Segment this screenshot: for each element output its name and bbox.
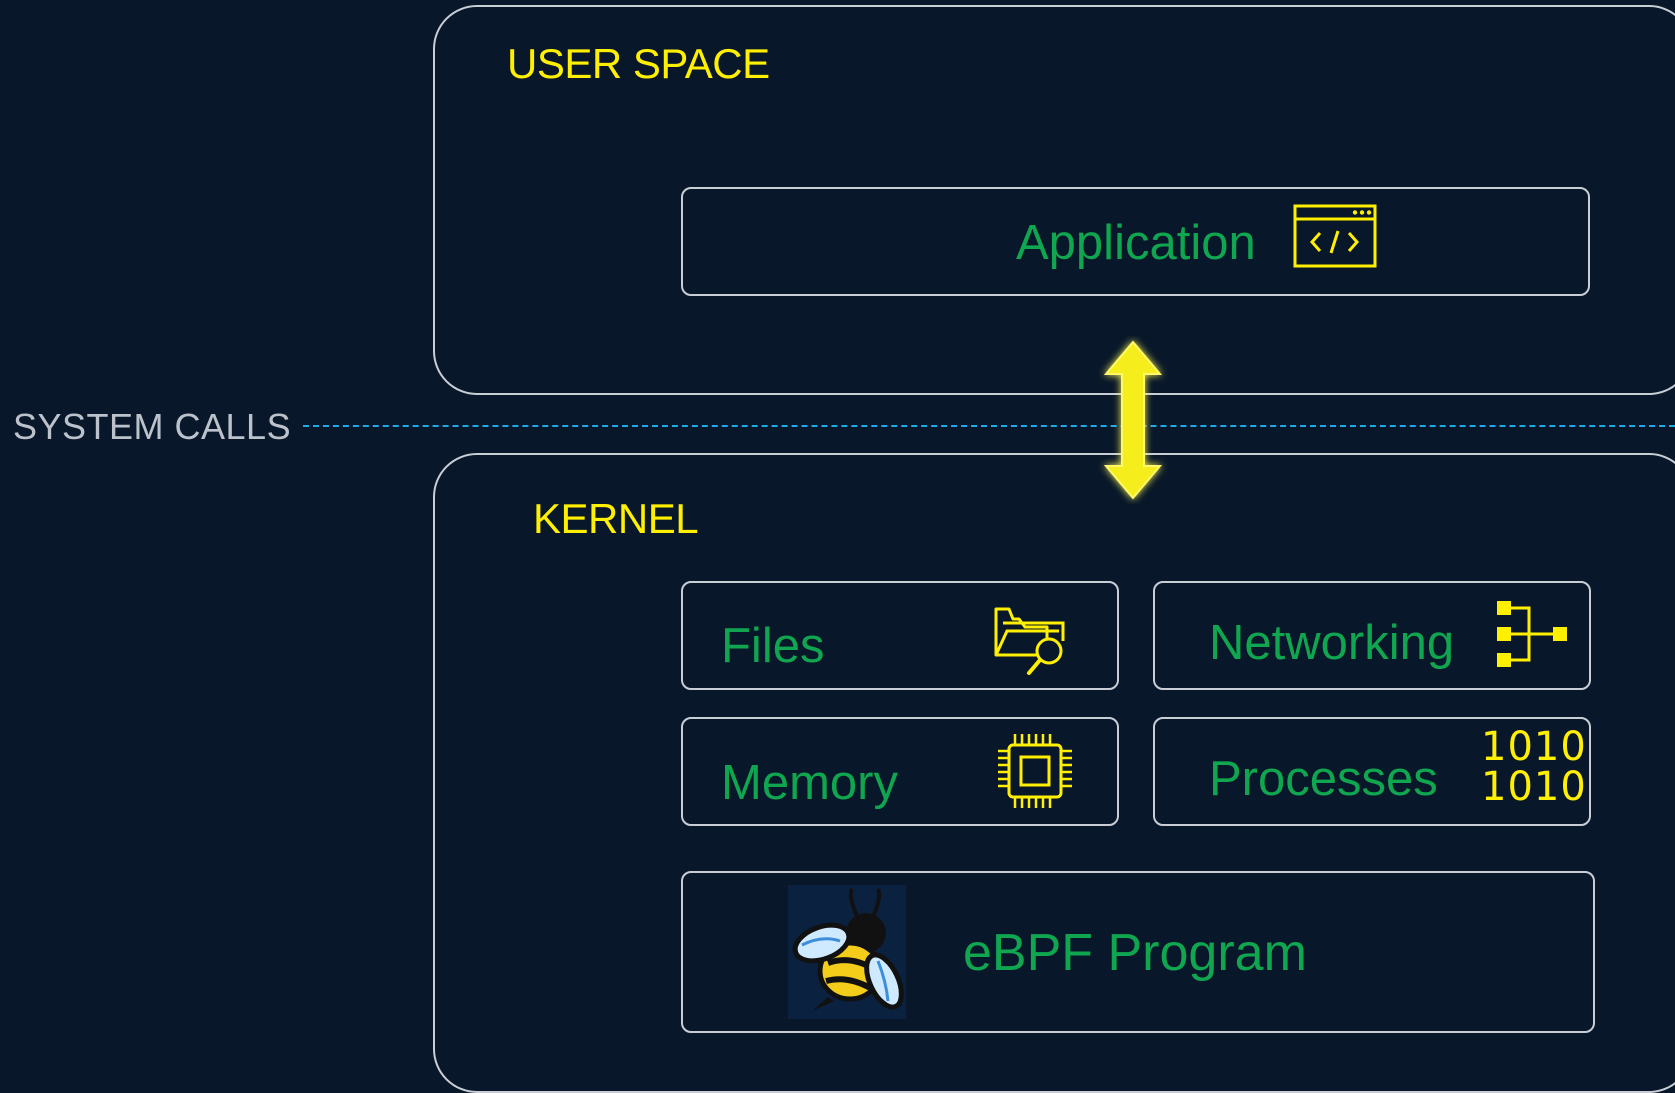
- application-box: Application: [681, 187, 1590, 296]
- network-tree-icon: [1495, 599, 1571, 676]
- system-calls-divider: [303, 425, 1675, 427]
- memory-label: Memory: [721, 756, 898, 810]
- user-space-region: USER SPACE: [433, 5, 1675, 395]
- networking-label: Networking: [1209, 616, 1455, 670]
- binary-line-2: 1010: [1481, 764, 1587, 810]
- user-space-title: USER SPACE: [507, 40, 770, 87]
- code-window-icon: [1293, 204, 1377, 273]
- processes-box: Processes 1010 1010: [1153, 717, 1591, 826]
- system-calls-label: SYSTEM CALLS: [13, 406, 292, 447]
- application-label: Application: [1016, 216, 1256, 270]
- binary-icon: 1010 1010: [1481, 727, 1587, 807]
- processes-label: Processes: [1209, 752, 1438, 806]
- kernel-title: KERNEL: [533, 495, 699, 542]
- memory-box: Memory: [681, 717, 1119, 826]
- ebpf-bee-logo: [788, 885, 906, 1024]
- files-label: Files: [721, 619, 825, 673]
- networking-box: Networking: [1153, 581, 1591, 690]
- binary-line-1: 1010: [1481, 724, 1587, 770]
- folder-search-icon: [993, 601, 1073, 684]
- chip-icon: [995, 731, 1075, 816]
- bidirectional-arrow-icon: [1098, 336, 1168, 509]
- files-box: Files: [681, 581, 1119, 690]
- ebpf-program-box: eBPF Program: [681, 871, 1595, 1033]
- ebpf-program-label: eBPF Program: [963, 924, 1307, 982]
